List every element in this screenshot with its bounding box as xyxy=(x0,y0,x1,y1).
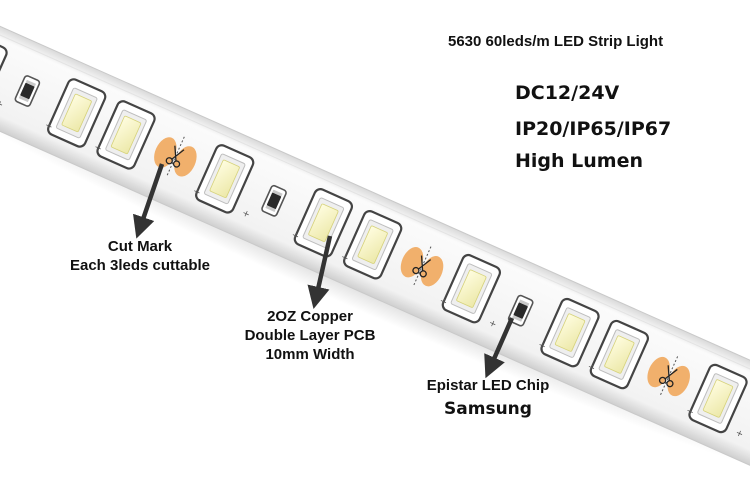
arrow-pcb xyxy=(307,235,333,309)
callout-led-chip-line1: Epistar LED Chip xyxy=(426,377,550,394)
polarity-mark: + xyxy=(734,428,745,440)
callout-pcb-line1: 2OZ Copper xyxy=(267,308,353,325)
callout-led-chip: Epistar LED Chip Samsung xyxy=(398,376,578,419)
callout-led-chip-line2: Samsung xyxy=(444,399,532,419)
spec-ip-rating: IP20/IP65/IP67 xyxy=(515,118,672,140)
arrow-led-chip xyxy=(484,317,515,379)
callout-pcb-line3: 10mm Width xyxy=(265,346,355,363)
callout-cut-mark: Cut Mark Each 3leds cuttable xyxy=(50,237,230,275)
polarity-mark: + xyxy=(339,252,350,264)
polarity-mark: + xyxy=(536,340,547,352)
polarity-mark: + xyxy=(487,318,498,330)
polarity-mark: + xyxy=(438,296,449,308)
callout-cut-mark-line2: Each 3leds cuttable xyxy=(69,257,211,274)
spec-voltage: DC12/24V xyxy=(515,82,620,104)
polarity-mark: + xyxy=(290,230,301,242)
spec-brightness: High Lumen xyxy=(515,150,643,172)
polarity-mark: + xyxy=(586,362,597,374)
polarity-mark: + xyxy=(240,208,251,220)
callout-pcb-line2: Double Layer PCB xyxy=(244,327,376,344)
polarity-mark: + xyxy=(92,143,103,155)
product-title: 5630 60leds/m LED Strip Light xyxy=(448,33,664,50)
led-strip: ++++++++++++++ xyxy=(0,12,750,484)
polarity-mark: + xyxy=(43,121,54,133)
polarity-mark: + xyxy=(684,406,695,418)
callout-cut-mark-line1: Cut Mark xyxy=(107,238,173,255)
polarity-mark: + xyxy=(0,99,5,111)
arrow-cut-mark xyxy=(133,163,165,239)
polarity-mark: + xyxy=(191,186,202,198)
callout-pcb: 2OZ Copper Double Layer PCB 10mm Width xyxy=(220,307,400,364)
